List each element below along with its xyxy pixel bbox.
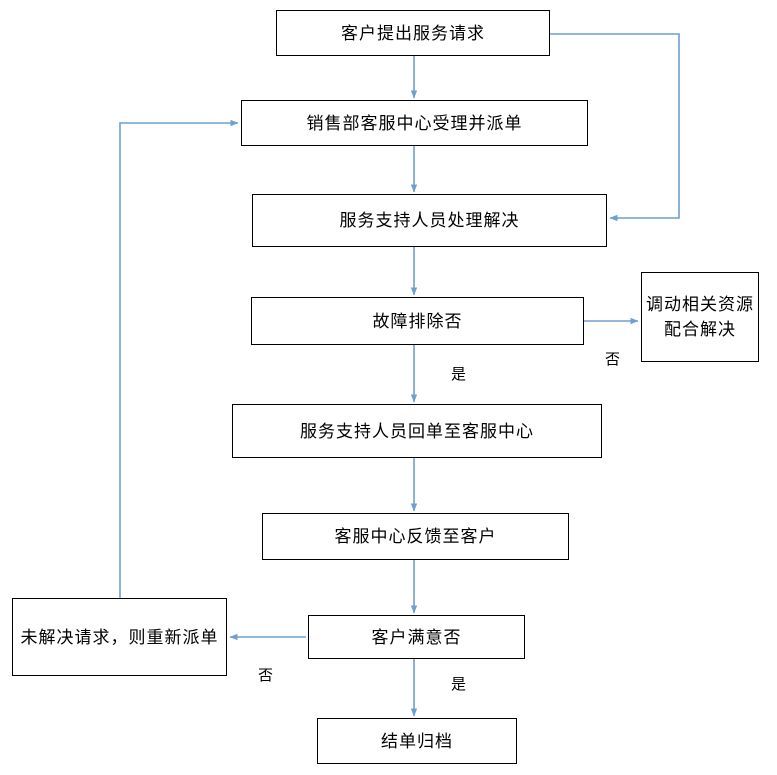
edge-label-no-fault: 否 — [605, 351, 621, 368]
node-label: 故障排除否 — [372, 311, 463, 331]
node-service-center-feedback[interactable]: 客服中心反馈至客户 — [262, 513, 569, 560]
node-support-staff-report-back[interactable]: 服务支持人员回单至客服中心 — [232, 404, 602, 458]
node-mobilize-resources[interactable]: 调动相关资源配合解决 — [641, 272, 759, 362]
node-close-and-archive[interactable]: 结单归档 — [317, 718, 517, 764]
node-label: 结单归档 — [381, 731, 453, 751]
node-fault-resolved-decision[interactable]: 故障排除否 — [251, 297, 584, 345]
node-unresolved-redispatch[interactable]: 未解决请求，则重新派单 — [12, 598, 227, 676]
node-label: 服务支持人员回单至客服中心 — [300, 421, 534, 441]
node-support-staff-handle[interactable]: 服务支持人员处理解决 — [252, 194, 607, 247]
node-label: 服务支持人员处理解决 — [339, 211, 520, 230]
node-label: 调动相关资源配合解决 — [646, 295, 754, 339]
node-label: 客户满意否 — [371, 627, 462, 647]
edge-n1-n3 — [550, 33, 680, 222]
edge-n9-n2 — [119, 119, 239, 598]
node-customer-request[interactable]: 客户提出服务请求 — [276, 10, 550, 56]
node-label: 销售部客服中心受理并派单 — [306, 113, 523, 133]
node-label: 未解决请求，则重新派单 — [20, 627, 219, 647]
node-label: 客服中心反馈至客户 — [334, 527, 497, 546]
node-sales-service-center-accept[interactable]: 销售部客服中心受理并派单 — [241, 100, 588, 146]
edge-label-yes-satisfied: 是 — [451, 676, 467, 693]
edge-label-yes-fault: 是 — [451, 366, 467, 383]
node-label: 客户提出服务请求 — [341, 23, 485, 43]
node-customer-satisfied-decision[interactable]: 客户满意否 — [308, 615, 525, 659]
edge-label-no-satisfied: 否 — [258, 667, 274, 684]
